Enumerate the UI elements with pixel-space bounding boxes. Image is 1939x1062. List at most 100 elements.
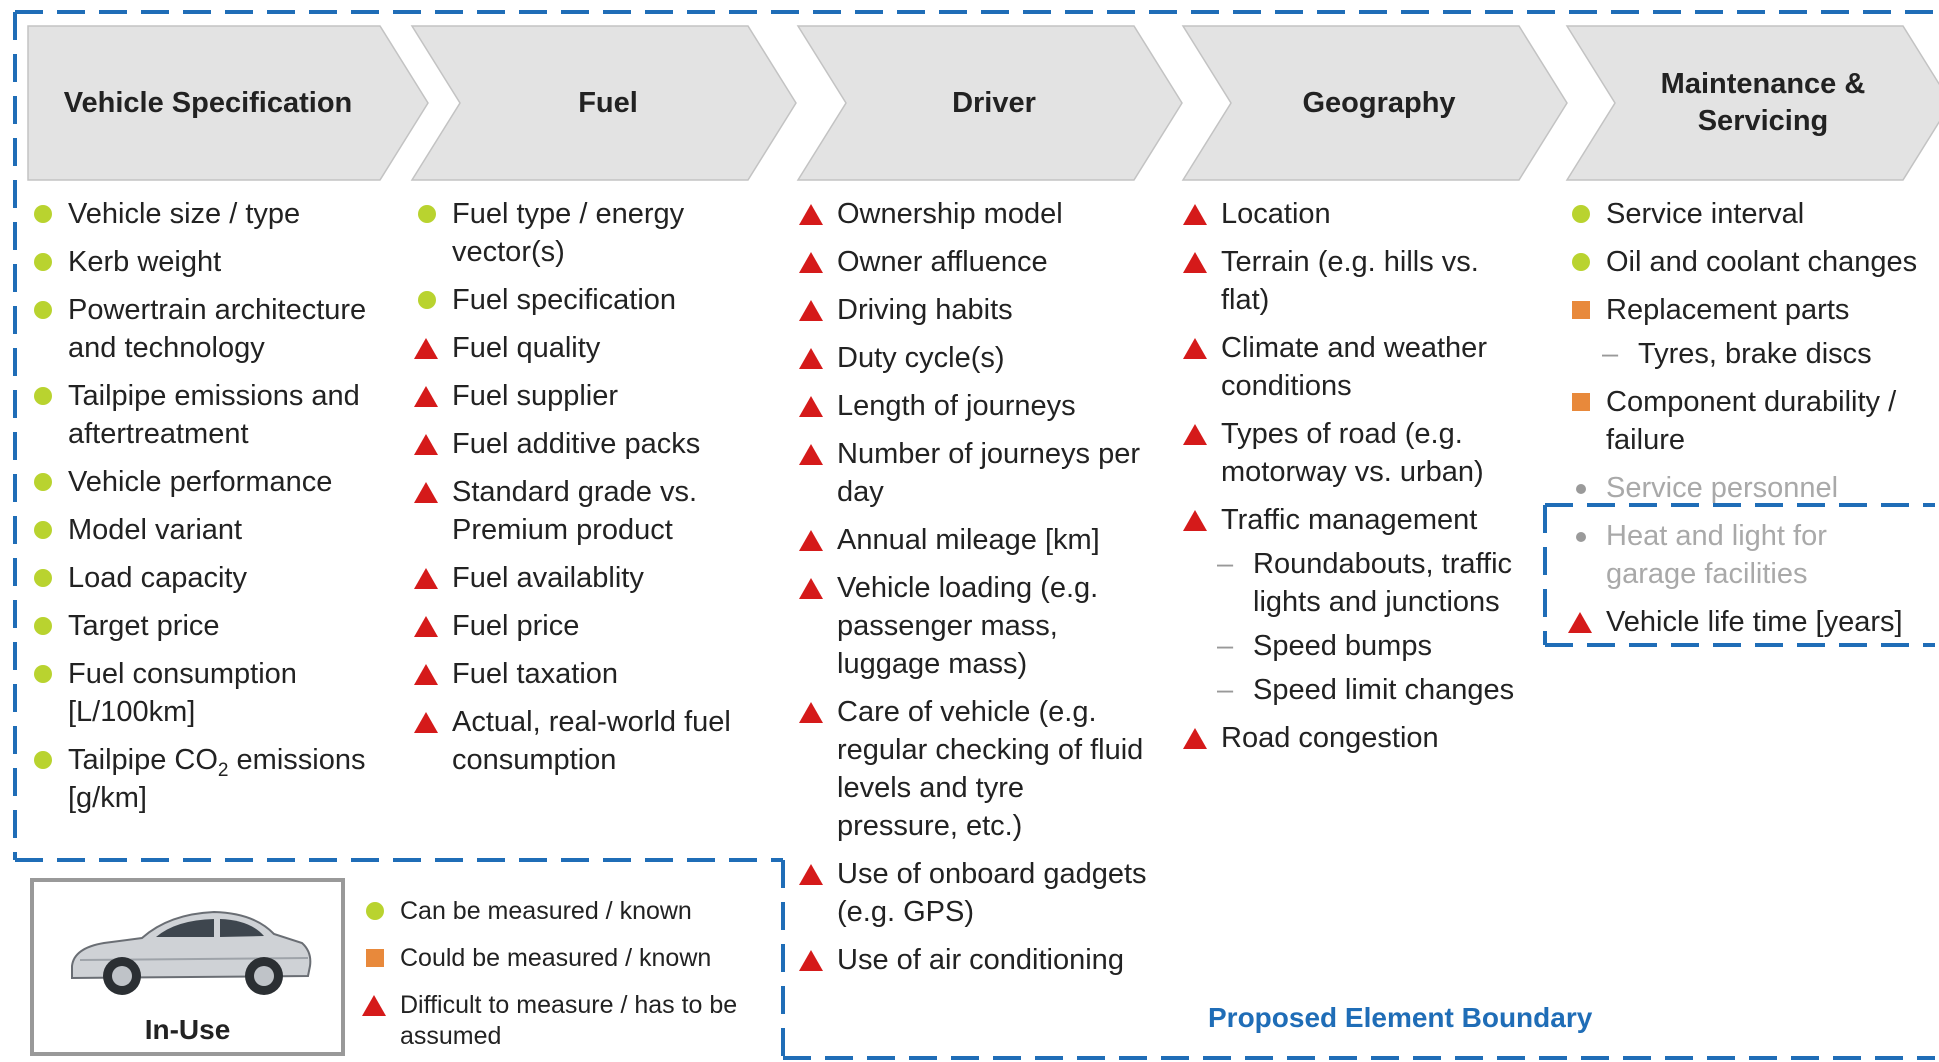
factor-item: Climate and weather conditions [1181,329,1526,405]
dash-icon: – [1217,548,1234,580]
factor-item: Fuel taxation [412,655,752,693]
factor-item: Terrain (e.g. hills vs. flat) [1181,243,1526,319]
factor-triangle-bullet [799,204,823,225]
factor-item: Number of journeys per day [797,435,1152,511]
factor-circle-bullet [34,253,52,271]
factor-item: Vehicle size / type [28,195,378,233]
factor-item: Standard grade vs. Premium product [412,473,752,549]
factor-text: Tailpipe CO [68,744,218,776]
chevron-shape [27,25,429,181]
factor-text: Heat and light for garage facilities [1606,520,1827,590]
dash-icon: – [1602,338,1619,370]
factor-item: Tailpipe CO2 emissions [g/km] [28,741,378,817]
factor-circle-bullet [34,665,52,683]
factor-text: Target price [68,610,220,642]
factor-item: Fuel price [412,607,752,645]
factor-item: Load capacity [28,559,378,597]
factor-text: Service personnel [1606,472,1839,504]
chevron-4: Geography [1181,25,1568,181]
chevron-shape [1565,25,1939,181]
factor-item: Use of onboard gadgets (e.g. GPS) [797,855,1152,931]
legend-triangle-bullet [362,995,386,1016]
factor-triangle-bullet [1568,612,1592,633]
chevron-title: Driver [952,86,1036,119]
legend-item: Difficult to measure / has to be assumed [360,990,770,1052]
factor-item: Vehicle loading (e.g. passenger mass, lu… [797,569,1152,683]
factor-item: Owner affluence [797,243,1152,281]
factor-triangle-bullet [414,386,438,407]
chevron-title: Vehicle Specification [63,86,353,119]
factor-text: Climate and weather conditions [1221,332,1487,402]
factor-text: Fuel availablity [452,562,644,594]
factor-circle-bullet [1572,253,1590,271]
factor-item: Driving habits [797,291,1152,329]
chevron-shape [410,25,797,181]
factor-triangle-bullet [414,568,438,589]
legend-text: Can be measured / known [400,897,692,925]
factor-text: Fuel additive packs [452,428,701,460]
factor-triangle-bullet [414,664,438,685]
factor-square-bullet [1572,301,1590,319]
factor-item: Model variant [28,511,378,549]
factor-text: Fuel price [452,610,580,642]
chevron-title: Fuel [578,86,638,119]
factor-item: Component durability / failure [1566,383,1921,459]
factor-item: Actual, real-world fuel consumption [412,703,752,779]
factor-item: Fuel type / energy vector(s) [412,195,752,271]
factor-text: Service interval [1606,198,1805,230]
factor-text: Driving habits [837,294,1013,326]
factor-item: Fuel consumption [L/100km] [28,655,378,731]
factor-subitem: –Roundabouts, traffic lights and junctio… [1217,545,1526,621]
factor-item: Location [1181,195,1526,233]
factor-text: Duty cycle(s) [837,342,1005,374]
dash-icon: – [1217,674,1234,706]
dash-icon: – [1217,630,1234,662]
factor-text: Care of vehicle (e.g. regular checking o… [837,696,1144,842]
legend-square-bullet [366,949,384,967]
factor-item: Annual mileage [km] [797,521,1152,559]
factor-text: Vehicle size / type [68,198,301,230]
subitem-text: Speed bumps [1253,630,1432,662]
chevron-title: Maintenance & Servicing [1660,68,1866,137]
boundary-label: Proposed Element Boundary [1208,1002,1593,1033]
factor-text: Road congestion [1221,722,1439,754]
chevron-2: Fuel [410,25,797,181]
factor-square-bullet [1572,393,1590,411]
car-icon [71,910,312,995]
legend-circle-bullet [366,902,384,920]
legend-text: Difficult to measure / has to be assumed [400,991,738,1050]
factor-text: Annual mileage [km] [837,524,1100,556]
factor-triangle-bullet [799,950,823,971]
factor-item: Care of vehicle (e.g. regular checking o… [797,693,1152,845]
factor-item: Target price [28,607,378,645]
factor-triangle-bullet [799,530,823,551]
factor-text: Traffic management [1221,504,1478,536]
factor-triangle-bullet [414,712,438,733]
factor-item: Fuel quality [412,329,752,367]
factor-triangle-bullet [799,396,823,417]
factor-triangle-bullet [1183,338,1207,359]
factor-circle-bullet [34,205,52,223]
factor-item: Use of air conditioning [797,941,1152,979]
factor-circle-bullet [34,387,52,405]
subitem-text: Tyres, brake discs [1638,338,1872,370]
factor-text: Vehicle loading (e.g. passenger mass, lu… [837,572,1099,680]
factor-circle-bullet [34,473,52,491]
factor-triangle-bullet [1183,424,1207,445]
subscript: 2 [217,759,229,781]
factor-item: Fuel additive packs [412,425,752,463]
factor-item: Powertrain architecture and technology [28,291,378,367]
factor-item: Fuel availablity [412,559,752,597]
factor-text: Kerb weight [68,246,222,278]
factor-text: Terrain (e.g. hills vs. flat) [1221,246,1479,316]
factor-item: Service personnel [1566,469,1921,507]
factor-text: Tailpipe emissions and aftertreatment [68,380,360,450]
factor-text: Fuel consumption [L/100km] [68,658,297,728]
factor-text: Ownership model [837,198,1063,230]
factor-item: Types of road (e.g. motorway vs. urban) [1181,415,1526,491]
factor-item: Fuel specification [412,281,752,319]
factor-item: Service interval [1566,195,1921,233]
